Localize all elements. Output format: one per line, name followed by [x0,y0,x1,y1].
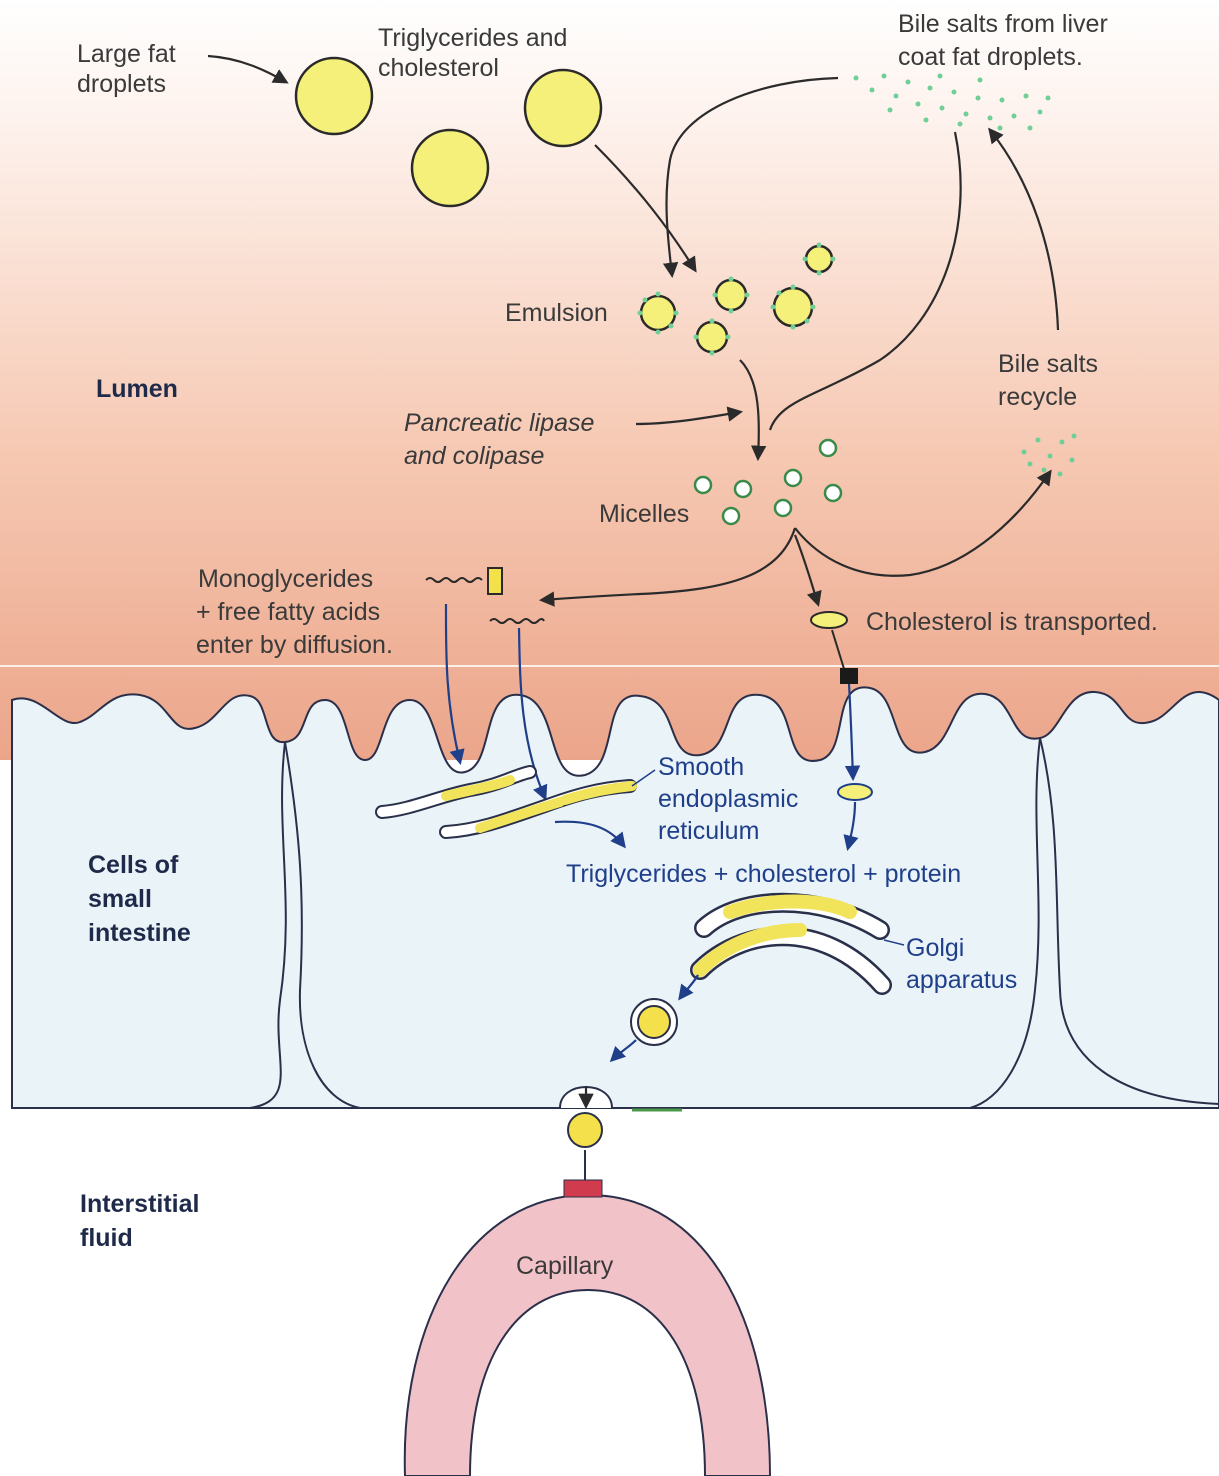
label-capillary: Capillary [516,1252,614,1280]
fat-droplet [296,58,372,134]
lumen-region [0,0,1219,760]
label-lumen: Lumen [96,375,178,403]
monoglyceride-head [488,568,502,594]
cholesterol-in-cell [838,784,872,800]
fat-droplet [412,130,488,206]
cholesterol-oval [811,612,847,628]
label-emulsion: Emulsion [505,299,608,327]
label-triglycerides-sum: Triglycerides + cholesterol + protein [566,860,961,888]
fat-droplet [525,70,601,146]
capillary-entry-marker [564,1180,602,1197]
chylomicron-released [568,1113,602,1147]
label-micelles: Micelles [599,500,689,528]
cholesterol-transporter [840,668,858,684]
chylomicron-in-vesicle [638,1006,670,1038]
label-cholesterol-transported: Cholesterol is transported. [866,608,1158,636]
